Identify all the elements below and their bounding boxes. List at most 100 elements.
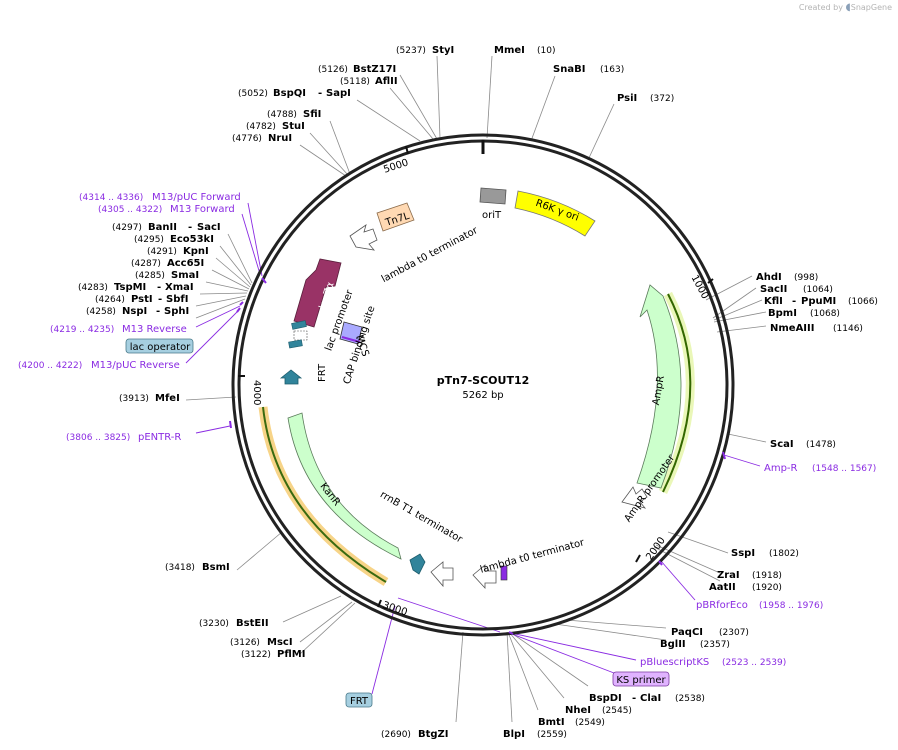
plasmid-size: 5262 bp [462, 390, 503, 401]
label-lambda-t0-terminator-top: lambda t0 terminator [380, 225, 481, 285]
feature-rrnb-t1-terminator[interactable] [409, 553, 426, 575]
site-name-sapi: SapI [326, 88, 351, 99]
site-name-saci: SacI [197, 222, 221, 233]
site-name-sbfi: SbfI [166, 294, 188, 305]
site-pos-bglii: (2357) [700, 640, 730, 650]
feature-ampr-highlight-line [662, 293, 692, 493]
site-name-scai: ScaI [770, 439, 794, 450]
site-name-btgzi: BtgZI [418, 729, 449, 740]
site-name-mfei: MfeI [155, 393, 180, 404]
site-name-sspi: SspI [731, 548, 755, 559]
site-name-tspmi: TspMI [114, 282, 146, 293]
site-pos-clai: (2538) [675, 694, 705, 704]
site-leader-lines [185, 55, 767, 723]
site-name-banii: BanII [148, 222, 177, 233]
site-name-acc65i: Acc65I [167, 258, 204, 269]
frt-box-label: FRT [350, 696, 369, 707]
site-pos-paqci: (2307) [719, 628, 749, 638]
site-pos-bspqi: (5052) [238, 89, 268, 99]
tick-label-4000: 4000 [251, 380, 262, 405]
site-name-zrai: ZraI [717, 570, 740, 581]
site-pos-sfii: (4788) [267, 110, 297, 120]
site-name-msci: MscI [267, 637, 293, 648]
feature-lambda-t0-terminator-top[interactable] [349, 224, 378, 251]
primer-name-pentr-r: pENTR-R [138, 432, 181, 443]
feature-tn7l[interactable] [376, 202, 415, 232]
ks-primer-label: KS primer [616, 675, 666, 686]
primer-leader-lines [185, 202, 761, 695]
site-pos-kpni: (4291) [147, 247, 177, 257]
feature-r6k-ori[interactable] [514, 190, 596, 237]
site-name-sfii: SfiI [303, 109, 321, 120]
primer-range-pbluescriptks: (2523 .. 2539) [722, 658, 786, 668]
primer-range-m13-puc-reverse: (4200 .. 4222) [18, 361, 82, 371]
site-name-mmei: MmeI [494, 45, 525, 56]
site-pos-btgzi: (2690) [381, 730, 411, 740]
site-name-sphi: SphI [164, 306, 189, 317]
site-pos-bsteii: (3230) [199, 619, 229, 629]
site-name-ahdi: AhdI [756, 272, 782, 283]
plasmid-backbone-outer [231, 133, 735, 637]
site-pos-psti: (4264) [95, 295, 125, 305]
feature-frt-top[interactable] [279, 369, 303, 385]
site-name-clai: ClaI [640, 693, 661, 704]
tick-marks [238, 145, 714, 608]
site-name-psti: PstI [131, 294, 153, 305]
snapgene-credit: Created by ◖SnapGene [799, 2, 892, 13]
site-dash-ppumi: - [792, 296, 796, 307]
site-pos-msci: (3126) [230, 638, 260, 648]
site-name-snabi: SnaBI [553, 64, 585, 75]
site-dash-xmai: - [157, 282, 161, 293]
feature-oriT[interactable] [479, 187, 507, 205]
site-name-nmeaiii: NmeAIII [770, 323, 814, 334]
site-name-paqci: PaqCI [671, 627, 703, 638]
label-orit: oriT [482, 210, 502, 221]
feature-lambda-t0-terminator-bottom-left[interactable] [430, 561, 454, 588]
site-pos-snabi: (163) [600, 65, 624, 75]
site-dash-sphi: - [156, 306, 160, 317]
primer-name-m13-forward: M13 Forward [170, 204, 235, 215]
site-name-bmti: BmtI [538, 717, 565, 728]
primer-name-amp-r: Amp-R [764, 463, 798, 474]
site-labels-bottom: (3418) BsmI (3230) BstEII (3126) MscI (3… [165, 562, 749, 740]
site-name-aatii: AatII [709, 582, 736, 593]
site-pos-bsmi: (3418) [165, 563, 195, 573]
feature-cap-binding-site[interactable] [288, 339, 303, 349]
frt-box[interactable] [345, 692, 373, 708]
site-pos-nmeaiii: (1146) [833, 324, 863, 334]
label-ampr: AmpR [651, 375, 667, 406]
site-pos-banii: (4297) [112, 223, 142, 233]
site-name-bglii: BglII [660, 639, 686, 650]
lac-operator-box[interactable] [125, 338, 194, 354]
feature-ampr-promoter[interactable] [621, 486, 648, 509]
site-name-bpmi: BpmI [768, 308, 797, 319]
site-dash-saci: - [188, 222, 192, 233]
site-labels-right: AatII (1920) ZraI (1918) SspI (1802) Sca… [709, 272, 878, 593]
site-pos-zrai: (1918) [752, 571, 782, 581]
feature-lambda-t0-terminator-bottom[interactable] [472, 564, 497, 590]
site-pos-styi: (5237) [396, 46, 426, 56]
feature-lacz-alpha[interactable] [293, 258, 342, 328]
site-pos-ahdi: (998) [794, 273, 818, 283]
site-pos-aatii: (1920) [752, 583, 782, 593]
site-name-psii: PsiI [617, 93, 637, 104]
ks-primer-box[interactable] [612, 671, 670, 687]
site-pos-tspmi: (4283) [78, 283, 108, 293]
feature-kanr[interactable] [287, 412, 402, 560]
feature-lac-operator[interactable] [291, 320, 307, 330]
primer-range-pbrforeco: (1958 .. 1976) [759, 601, 823, 611]
feature-ampr[interactable] [636, 284, 682, 489]
primer-name-pbrforeco: pBRforEco [696, 600, 748, 611]
label-lambda-t0-terminator-bottom: lambda t0 terminator [479, 537, 586, 576]
site-name-eco53ki: Eco53kI [170, 234, 214, 245]
primer-range-pentr-r: (3806 .. 3825) [66, 433, 130, 443]
feature-pbluescriptks-site[interactable] [500, 565, 508, 581]
site-pos-mfei: (3913) [119, 394, 149, 404]
site-pos-bmti: (2549) [575, 718, 605, 728]
credit-prefix: Created by [798, 3, 843, 12]
site-name-pflmi: PflMI [277, 649, 305, 660]
feature-lac-promoter[interactable] [293, 330, 308, 341]
site-name-blpi: BlpI [503, 729, 525, 740]
site-name-nhei: NheI [565, 705, 591, 716]
